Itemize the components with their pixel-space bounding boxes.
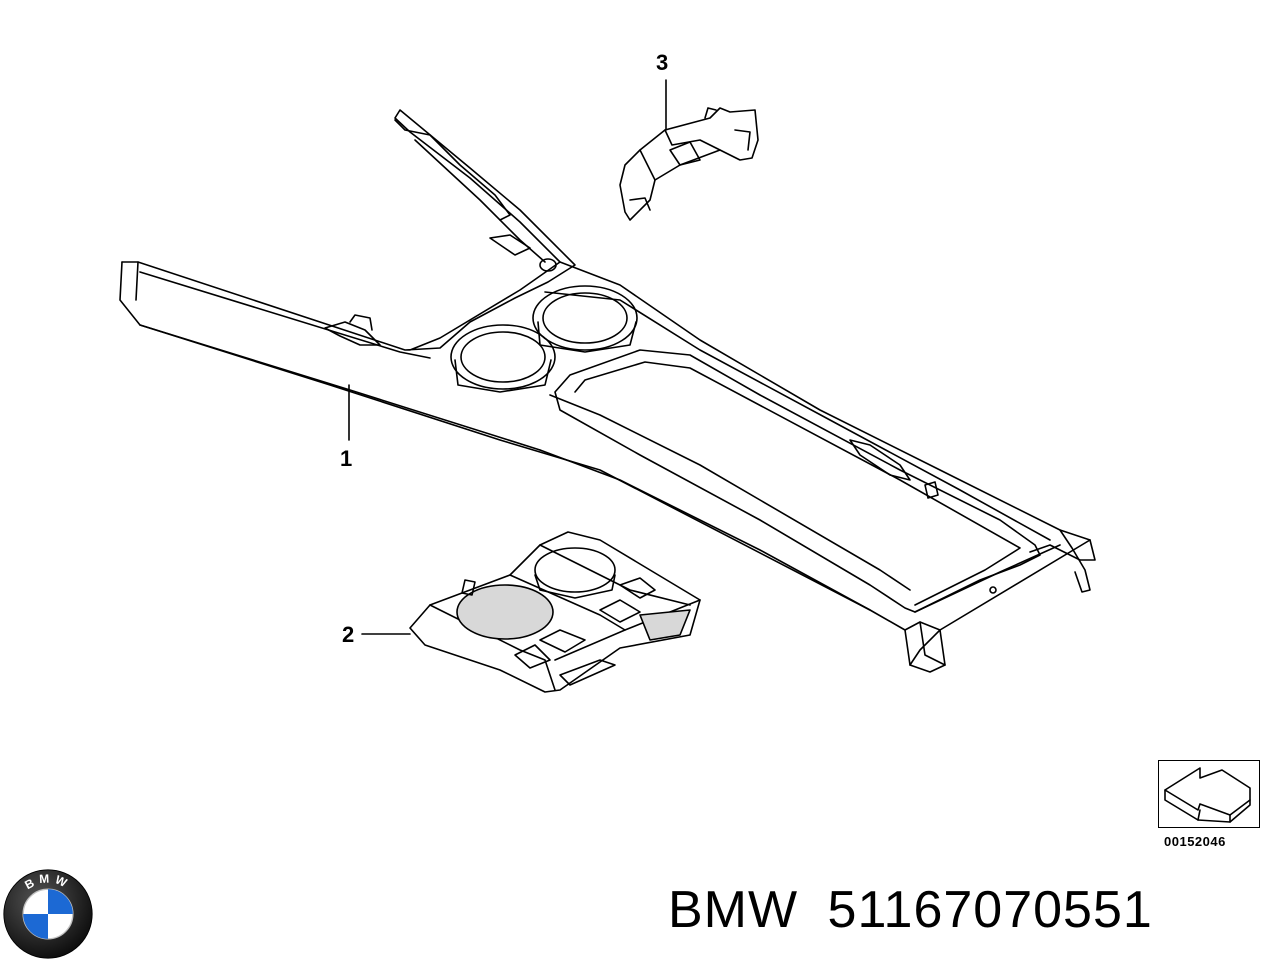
callout-3: 3 (656, 50, 669, 75)
caption-brand: BMW (668, 881, 799, 939)
arrow-orientation-icon (1164, 767, 1251, 823)
callout-1: 1 (340, 446, 353, 471)
center-console-trim (119, 109, 1096, 673)
reference-code: 00152046 (1164, 834, 1226, 849)
part-caption: BMW 51167070551 (668, 880, 1153, 940)
cup-holder-insert (409, 531, 701, 693)
reference-box (1158, 760, 1260, 828)
caption-part-number: 51167070551 (827, 881, 1153, 939)
callout-2: 2 (342, 622, 355, 647)
logo-letters: BMW (22, 871, 73, 892)
bmw-roundel-icon: BMW (3, 869, 93, 959)
trim-end-piece (619, 107, 759, 221)
